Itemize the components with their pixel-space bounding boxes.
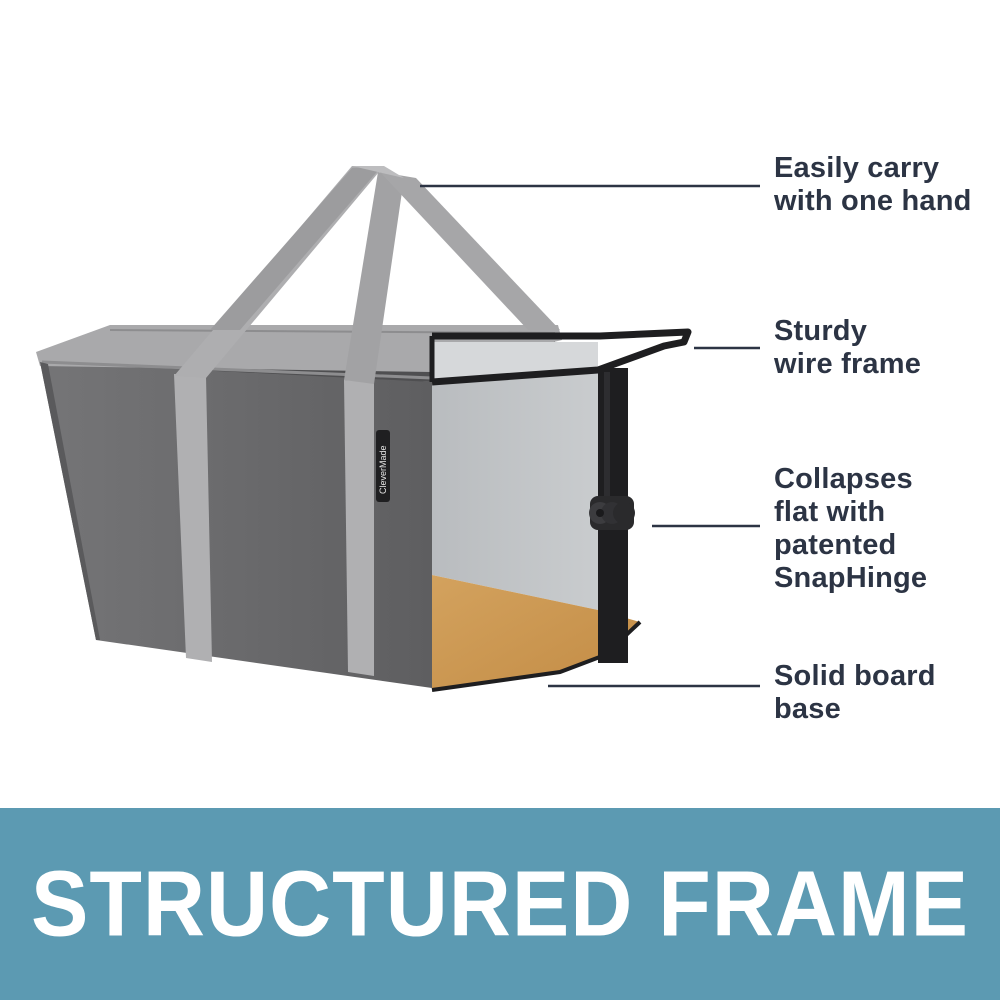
callout-wire-frame-line-2: wire frame [774, 348, 922, 380]
basket-front-wall [40, 362, 432, 688]
banner-title: STRUCTURED FRAME [30, 851, 970, 956]
callout-wire-frame: Sturdy wire frame [774, 315, 921, 381]
brand-tag-text: CleverMade [378, 445, 388, 494]
snap-hinge-icon [589, 496, 635, 530]
frame-post-upper [598, 368, 628, 498]
callout-board-base-line-1: Solid board [774, 660, 936, 692]
front-strap-right [344, 380, 374, 676]
callout-wire-frame-line-1: Sturdy [774, 315, 868, 347]
cutaway-inner-wall [432, 368, 598, 610]
callout-board-base: Solid board base [774, 660, 936, 726]
callout-board-base-line-2: base [774, 693, 841, 725]
callout-snap-hinge-line-3: patented [774, 529, 897, 561]
carry-handle-right [344, 172, 404, 384]
callout-snap-hinge-line-2: flat with [774, 496, 886, 528]
carry-handle-back-right [210, 166, 382, 330]
title-banner: STRUCTURED FRAME [0, 808, 1000, 1000]
front-strap-left [174, 374, 212, 662]
callout-snap-hinge-line-1: Collapses [774, 463, 913, 495]
callout-carry-line-2: with one hand [774, 185, 972, 217]
callout-snap-hinge: Collapses flat with patented SnapHinge [774, 463, 927, 595]
carry-handle-back-left [380, 172, 560, 330]
product-infographic: CleverMade Easily carry with one hand [36, 152, 972, 726]
callout-carry-line-1: Easily carry [774, 152, 940, 184]
collapsible-basket-illustration: CleverMade [36, 166, 760, 692]
frame-post-lower [598, 528, 628, 663]
callout-carry: Easily carry with one hand [774, 152, 972, 218]
callout-snap-hinge-line-4: SnapHinge [774, 562, 928, 594]
brand-tag [376, 430, 390, 502]
